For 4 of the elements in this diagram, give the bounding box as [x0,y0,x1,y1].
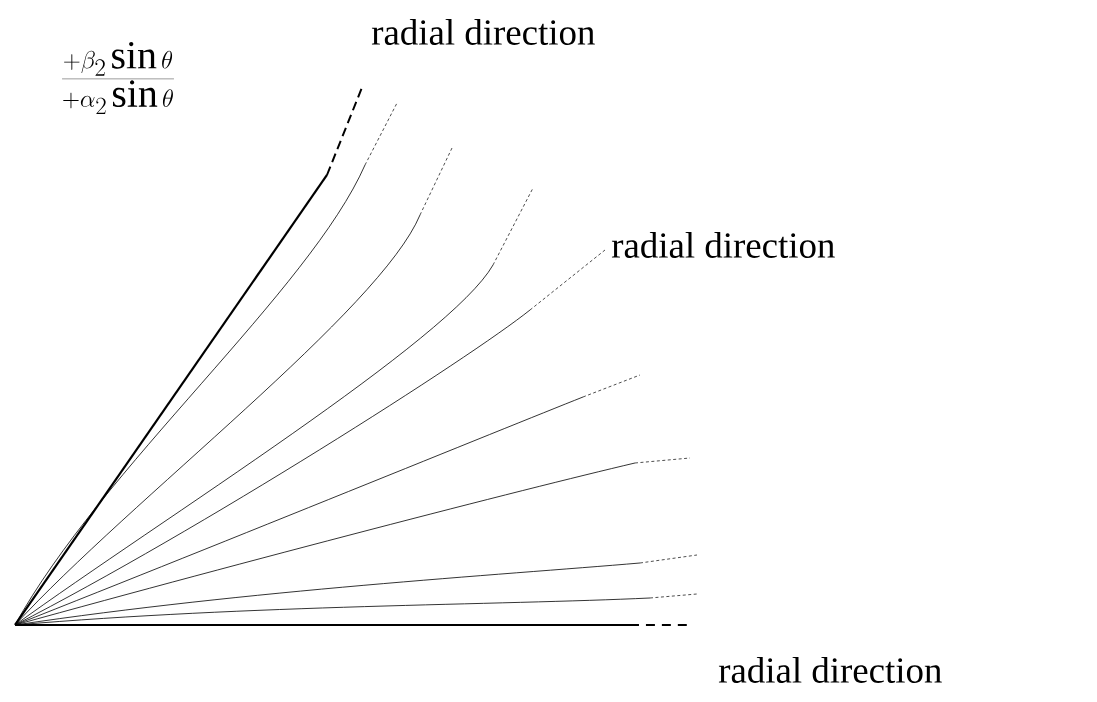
direction-label: radial direction [718,657,942,683]
direction-label: radial direction [371,19,595,45]
formula: $\frac{+\beta_2\sin\theta}{+\alpha_2\sin\theta}$ [62,41,174,115]
direction-label: radial direction [611,232,835,258]
